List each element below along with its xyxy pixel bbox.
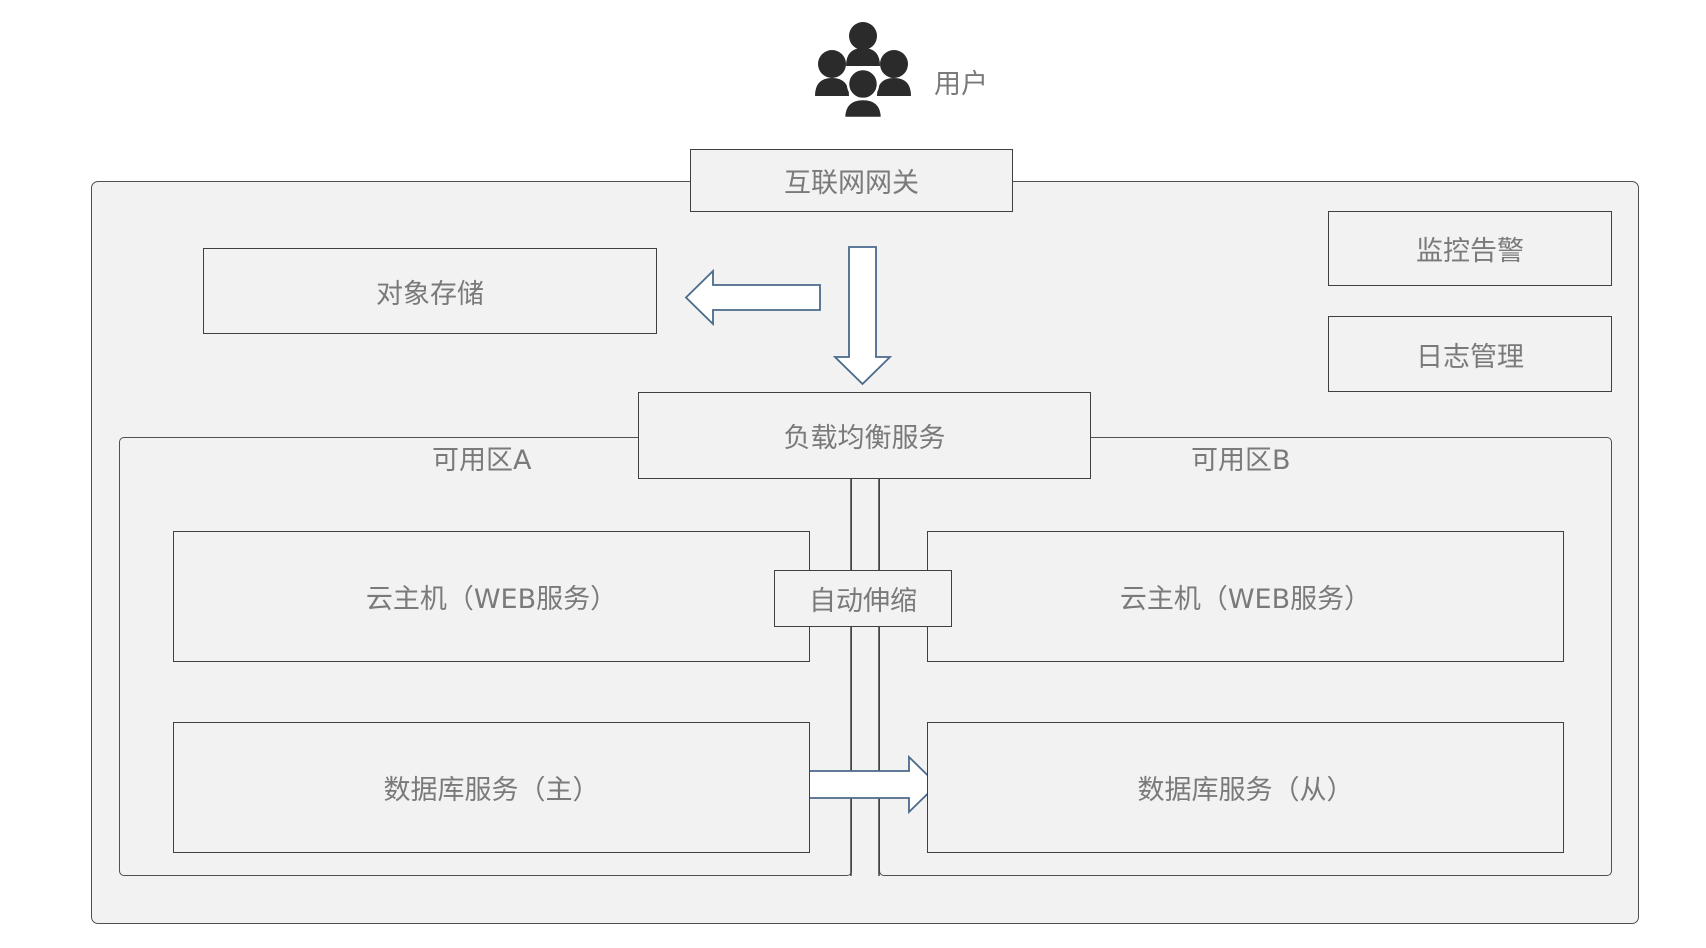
object-storage-node: 对象存储: [203, 248, 657, 334]
internet-gateway-node: 互联网网关: [690, 149, 1013, 212]
zone-b-web-server-node: 云主机（WEB服务）: [927, 531, 1564, 662]
users-group-icon: [815, 22, 911, 120]
auto-scaling-node: 自动伸缩: [774, 570, 952, 627]
zone-a-web-server-node: 云主机（WEB服务）: [173, 531, 810, 662]
zone-b-label: 可用区B: [1191, 445, 1291, 476]
monitoring-alerts-node: 监控告警: [1328, 211, 1612, 286]
zone-a-database-master-node: 数据库服务（主）: [173, 722, 810, 853]
load-balancer-node: 负载均衡服务: [638, 392, 1091, 479]
log-management-node: 日志管理: [1328, 316, 1612, 392]
user-label: 用户: [934, 69, 988, 100]
zone-a-label: 可用区A: [432, 445, 532, 476]
zone-b-database-slave-node: 数据库服务（从）: [927, 722, 1564, 853]
